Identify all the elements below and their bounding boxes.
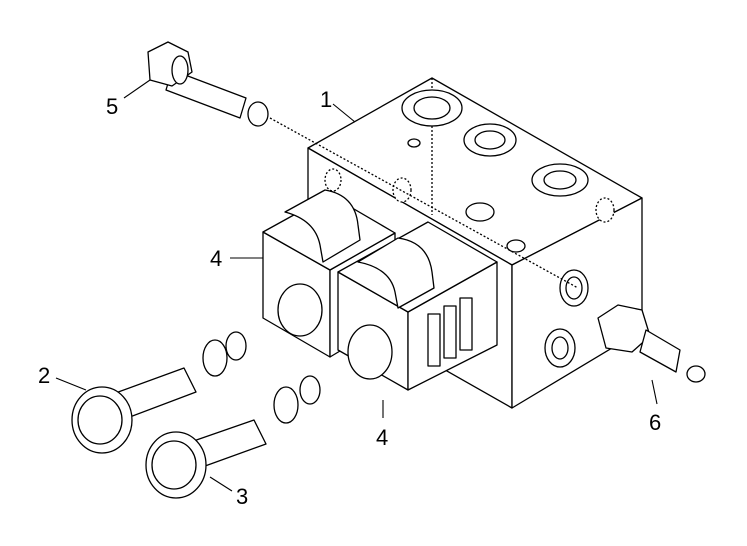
- valve-cartridge-b: [145, 375, 321, 499]
- callout-label: 6: [649, 410, 661, 435]
- solenoid-module-right: [337, 221, 498, 391]
- callout-label: 3: [236, 484, 248, 509]
- side-fitting: [597, 304, 706, 383]
- port-ring-inner: [413, 96, 451, 120]
- callout-label: 5: [106, 94, 118, 119]
- side-port-2-inner: [551, 336, 569, 360]
- fitting-thread: [171, 55, 189, 85]
- module-left-cap: [284, 189, 361, 263]
- side-fitting-body: [639, 329, 681, 373]
- side-port-inner: [565, 276, 583, 300]
- valve-cartridge-a: [71, 331, 247, 454]
- cartridge-spring: [202, 339, 228, 377]
- side-fitting-tip: [686, 365, 706, 383]
- module-right-bore: [347, 324, 393, 380]
- callout-label: 4: [210, 246, 222, 271]
- leader-lines: [55, 79, 658, 492]
- pilot-fitting: [147, 41, 269, 127]
- module-right-cap: [357, 237, 435, 309]
- port-ring-3-inner: [543, 170, 577, 190]
- connector-slot: [427, 313, 441, 367]
- callout-label: 2: [38, 363, 50, 388]
- fitting-tip: [247, 101, 269, 127]
- small-port: [506, 239, 526, 253]
- connector-slot: [459, 297, 473, 351]
- cartridge-spring: [225, 331, 247, 361]
- callout-label: 1: [320, 87, 332, 112]
- module-left-bore: [277, 283, 323, 337]
- cartridge-head-cap: [77, 395, 123, 445]
- small-port: [407, 138, 421, 148]
- small-port: [465, 202, 495, 222]
- cartridge-head-cap: [151, 440, 197, 490]
- cartridge-spring: [299, 375, 321, 405]
- callout-label: 4: [376, 425, 388, 450]
- cartridge-spring: [273, 386, 299, 424]
- port-ring-2-inner: [474, 130, 506, 150]
- connector-slot: [443, 305, 457, 359]
